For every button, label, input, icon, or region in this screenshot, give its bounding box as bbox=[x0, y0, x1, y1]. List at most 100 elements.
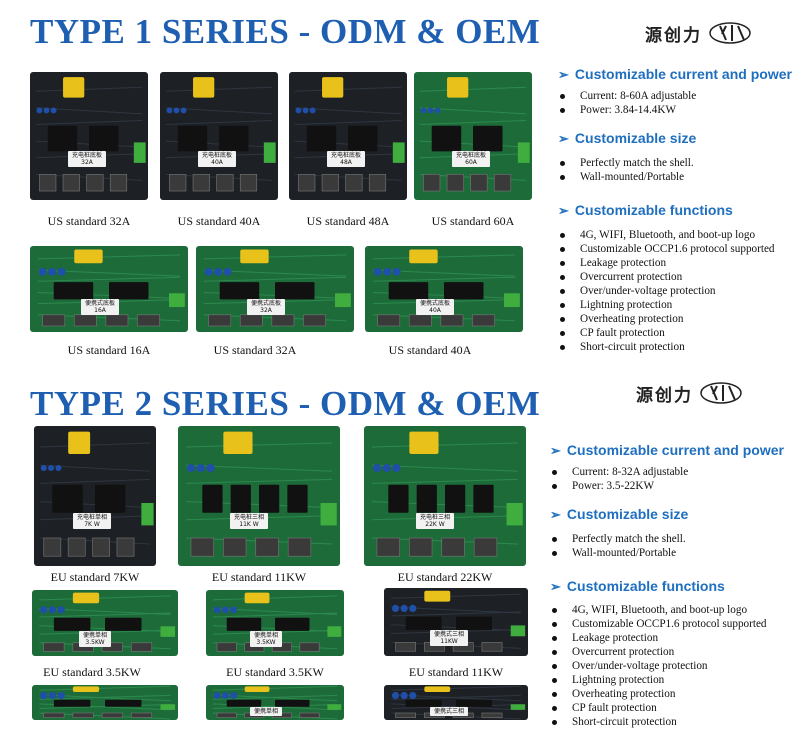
list-item: CP fault protection bbox=[548, 701, 767, 715]
relay bbox=[219, 125, 249, 152]
list-item: Lightning protection bbox=[548, 673, 767, 687]
arrow-right-icon: ➢ bbox=[558, 203, 569, 218]
transformer bbox=[322, 77, 344, 98]
capacitor bbox=[373, 267, 382, 276]
terminal bbox=[216, 712, 237, 718]
list-item: Over/under-voltage protection bbox=[548, 659, 767, 673]
terminal bbox=[446, 174, 464, 192]
terminal bbox=[423, 174, 441, 192]
terminal bbox=[208, 314, 232, 327]
list-item: Leakage protection bbox=[548, 631, 767, 645]
type1-feature-heading-functions: ➢Customizable functions bbox=[558, 202, 733, 218]
terminal bbox=[345, 174, 363, 192]
type2-caption-4: EU standard 3.5KW bbox=[43, 665, 141, 679]
terminal bbox=[42, 314, 66, 327]
type2-board-4: 便携单相 3.5KW bbox=[32, 590, 178, 656]
type1-board-7: 便携式底板 40A bbox=[365, 246, 523, 332]
type1-caption-5: US standard 16A bbox=[67, 343, 151, 357]
connector bbox=[327, 626, 342, 637]
relay bbox=[230, 484, 251, 513]
terminal bbox=[101, 712, 123, 718]
terminal bbox=[72, 712, 94, 718]
terminal bbox=[473, 537, 498, 557]
list-item: Power: 3.5-22KW bbox=[548, 479, 688, 493]
pcb-board bbox=[206, 685, 344, 720]
type2-board-2: 充电桩三相 11K W bbox=[178, 426, 340, 566]
list-item: Power: 3.84-14.4KW bbox=[556, 103, 696, 117]
capacitor bbox=[43, 107, 50, 114]
relay bbox=[47, 125, 78, 152]
terminal bbox=[190, 537, 214, 557]
list-item: Perfectly match the shell. bbox=[548, 532, 686, 546]
type1-caption-1: US standard 32A bbox=[47, 214, 131, 228]
type1-feature-heading-current: ➢Customizable current and power bbox=[558, 66, 792, 82]
capacitor bbox=[309, 107, 316, 114]
relay bbox=[405, 699, 442, 707]
capacitor bbox=[196, 463, 205, 473]
capacitor bbox=[213, 692, 221, 699]
type2-caption-2: EU standard 11KW bbox=[211, 570, 307, 584]
relay bbox=[431, 125, 462, 152]
pcb-board bbox=[34, 426, 156, 566]
capacitor bbox=[36, 107, 43, 114]
list-item: Leakage protection bbox=[556, 256, 775, 270]
relay bbox=[306, 125, 337, 152]
board-label: 充电桩三相 22K W bbox=[416, 513, 455, 529]
type2-board-8: 便携单相 bbox=[206, 685, 344, 720]
capacitor bbox=[372, 463, 382, 473]
type1-board-2: 充电桩底板 40A bbox=[160, 72, 278, 200]
capacitor bbox=[302, 107, 309, 114]
transformer bbox=[424, 686, 451, 692]
terminal bbox=[216, 642, 237, 652]
relay bbox=[105, 617, 142, 631]
transformer bbox=[424, 590, 451, 602]
relay bbox=[52, 484, 83, 513]
connector bbox=[263, 142, 276, 163]
list-item: CP fault protection bbox=[556, 326, 775, 340]
board-label: 便携单相 bbox=[250, 707, 283, 716]
terminal bbox=[368, 174, 387, 192]
terminal bbox=[298, 174, 316, 192]
capacitor bbox=[214, 267, 223, 276]
terminal bbox=[493, 174, 512, 192]
capacitor bbox=[391, 604, 400, 612]
relay bbox=[53, 699, 91, 707]
type2-board-3: 充电桩三相 22K W bbox=[364, 426, 526, 566]
terminal bbox=[472, 314, 495, 327]
terminal bbox=[43, 712, 65, 718]
capacitor bbox=[38, 267, 47, 276]
pcb-board bbox=[206, 590, 344, 656]
board-label: 便携单相 3.5KW bbox=[250, 631, 283, 647]
type1-board-6: 便携式底板 32A bbox=[196, 246, 354, 332]
terminal bbox=[67, 537, 86, 557]
terminal bbox=[440, 314, 464, 327]
terminal bbox=[481, 642, 503, 652]
capacitor bbox=[409, 691, 417, 700]
list-item: Perfectly match the shell. bbox=[556, 156, 694, 170]
arrow-right-icon: ➢ bbox=[558, 131, 569, 146]
terminal bbox=[481, 712, 503, 718]
capacitor bbox=[392, 463, 401, 473]
capacitor bbox=[48, 691, 57, 700]
type1-logo: 源创力 bbox=[645, 20, 752, 46]
connector bbox=[141, 503, 154, 526]
type2-caption-1: EU standard 7KW bbox=[50, 570, 140, 584]
terminal bbox=[43, 537, 62, 557]
list-item: Over/under-voltage protection bbox=[556, 284, 775, 298]
pcb-board bbox=[384, 588, 528, 656]
type2-board-6: 便携式三相 11KW bbox=[384, 588, 528, 656]
board-label: 充电桩底板 48A bbox=[327, 151, 366, 167]
connector bbox=[160, 704, 176, 710]
relay bbox=[177, 125, 208, 152]
connector bbox=[506, 503, 523, 526]
arrow-right-icon: ➢ bbox=[558, 67, 569, 82]
type2-feature-list-size: Perfectly match the shell. Wall-mounted/… bbox=[548, 532, 686, 560]
board-label: 充电桩三相 11K W bbox=[230, 513, 269, 529]
capacitor bbox=[40, 464, 47, 472]
type1-board-4: 充电桩底板 60A bbox=[414, 72, 532, 200]
type2-feature-heading-functions: ➢Customizable functions bbox=[550, 578, 725, 594]
transformer bbox=[72, 592, 100, 604]
list-item: Wall-mounted/Portable bbox=[548, 546, 686, 560]
connector bbox=[392, 142, 405, 163]
type1-feature-heading-size: ➢Customizable size bbox=[558, 130, 697, 146]
